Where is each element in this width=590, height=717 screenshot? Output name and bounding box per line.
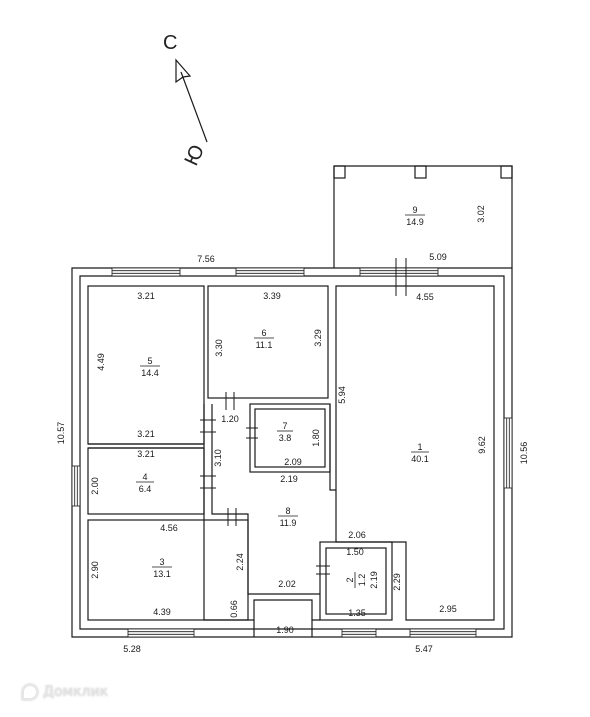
dim-5-28: 5.28: [123, 644, 141, 654]
room-1-label: 1 40.1: [411, 442, 429, 464]
svg-text:8: 8: [285, 506, 290, 516]
terrace-post-mid: [414, 165, 427, 179]
dim-9-62: 9.62: [477, 436, 487, 454]
dim-4-49: 4.49: [96, 353, 106, 371]
room-3-label: 3 13.1: [152, 557, 172, 579]
window-bottom-mid: [341, 628, 377, 638]
room-4-label: 4 6.4: [136, 472, 154, 494]
room-6-label: 6 11.1: [254, 328, 274, 350]
room-2-label: 2 1.2: [345, 572, 367, 588]
svg-text:1.2: 1.2: [357, 574, 367, 587]
dim-10-57: 10.57: [56, 422, 66, 445]
dim-2-06: 2.06: [348, 530, 366, 540]
dim-5-09: 5.09: [429, 252, 447, 262]
watermark: Домклик: [22, 684, 108, 700]
window-bottom-right: [409, 628, 477, 638]
terrace-post-right: [500, 165, 513, 179]
terrace-post-left: [333, 165, 346, 179]
svg-text:14.4: 14.4: [141, 368, 159, 378]
room-2-inner: [325, 547, 387, 615]
room-7-label: 7 3.8: [277, 421, 293, 443]
dim-3-10: 3.10: [213, 449, 223, 467]
room-1-outline: [335, 285, 495, 621]
window-right: [503, 417, 513, 489]
svg-text:13.1: 13.1: [153, 569, 171, 579]
dim-2-19-hall: 2.19: [280, 474, 298, 484]
dim-4-56: 4.56: [160, 523, 178, 533]
watermark-text: Домклик: [43, 684, 109, 700]
walls: [71, 165, 513, 638]
room-2-outline: [319, 541, 393, 621]
dim-4-55: 4.55: [416, 292, 434, 302]
dim-5-94: 5.94: [337, 386, 347, 404]
windows: [71, 267, 513, 638]
svg-text:3.8: 3.8: [279, 433, 292, 443]
dim-3-02: 3.02: [476, 205, 486, 223]
domclick-logo-icon: [22, 684, 38, 700]
svg-text:7: 7: [282, 421, 287, 431]
dim-0-66: 0.66: [229, 600, 239, 618]
dim-1-20: 1.20: [221, 414, 239, 424]
svg-text:5: 5: [147, 356, 152, 366]
dim-2-95: 2.95: [439, 604, 457, 614]
dim-1-90: 1.90: [276, 625, 294, 635]
dim-2-00: 2.00: [90, 477, 100, 495]
room-6-outline: [207, 285, 329, 399]
svg-text:3: 3: [159, 557, 164, 567]
entrance-jambs: [253, 620, 313, 637]
window-bottom-left: [127, 628, 195, 638]
dim-2-09: 2.09: [284, 457, 302, 467]
svg-text:9: 9: [412, 205, 417, 215]
svg-text:14.9: 14.9: [406, 217, 424, 227]
room-5-label: 5 14.4: [140, 356, 160, 378]
dim-3-21-top: 3.21: [137, 291, 155, 301]
compass-north-label: С: [163, 32, 177, 54]
room-labels: 1 40.1 2 1.2 3 13.1 4 6.4 5 14.4 6 11.1: [136, 205, 429, 588]
svg-text:6: 6: [261, 328, 266, 338]
dim-10-56: 10.56: [519, 442, 529, 465]
hall-8-outline: [203, 404, 320, 621]
dim-2-02: 2.02: [278, 579, 296, 589]
window-top-right: [359, 267, 439, 277]
hall-8-inner: [211, 404, 320, 595]
window-top-left: [111, 267, 181, 277]
svg-text:2: 2: [345, 577, 355, 582]
compass-arrow-head-icon: [175, 58, 192, 84]
dim-4-39: 4.39: [153, 607, 171, 617]
dim-2-19-bath: 2.19: [369, 571, 379, 589]
svg-text:40.1: 40.1: [411, 454, 429, 464]
hall-partition: [329, 404, 336, 491]
room-8-label: 8 11.9: [278, 506, 298, 528]
dim-2-24: 2.24: [235, 553, 245, 571]
dim-2-29: 2.29: [392, 573, 402, 591]
dim-1-50: 1.50: [346, 547, 364, 557]
dim-5-47: 5.47: [415, 644, 433, 654]
dim-2-90: 2.90: [90, 561, 100, 579]
svg-text:1: 1: [417, 442, 422, 452]
dim-3-29: 3.29: [313, 329, 323, 347]
compass: С Ю: [163, 32, 209, 169]
dimension-labels: 7.56 5.09 3.02 4.55 3.21 3.39 4.49 3.30 …: [56, 205, 529, 654]
window-left: [71, 465, 81, 507]
door-marks: [200, 258, 407, 575]
compass-south-label: Ю: [181, 141, 209, 169]
window-top-mid: [235, 267, 305, 277]
room-9-label: 9 14.9: [405, 205, 425, 227]
dim-7-56: 7.56: [197, 254, 215, 264]
svg-text:11.9: 11.9: [280, 518, 297, 528]
dim-3-21-low: 3.21: [137, 449, 155, 459]
dim-1-35: 1.35: [348, 608, 366, 618]
svg-text:6.4: 6.4: [139, 484, 152, 494]
compass-arrow-shaft: [180, 71, 208, 143]
svg-text:4: 4: [142, 472, 147, 482]
dim-3-21-mid: 3.21: [137, 429, 155, 439]
dim-3-30: 3.30: [214, 339, 224, 357]
dim-3-39: 3.39: [263, 291, 281, 301]
dim-1-80: 1.80: [311, 429, 321, 447]
svg-text:11.1: 11.1: [256, 340, 273, 350]
